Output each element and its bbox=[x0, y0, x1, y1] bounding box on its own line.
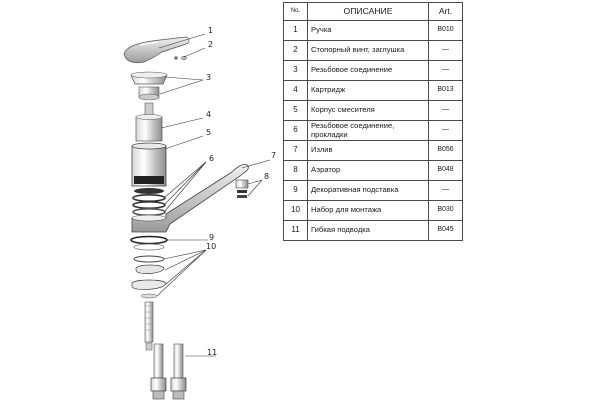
part-flexible-hoses bbox=[150, 343, 187, 400]
table-row: 9 Декоративная подставка — bbox=[283, 180, 463, 201]
callout-9: 9 bbox=[209, 233, 215, 242]
row-description: Гибкая подводка bbox=[307, 220, 429, 241]
row-article: — bbox=[428, 40, 463, 61]
row-article: — bbox=[428, 180, 463, 201]
row-number: 11 bbox=[283, 220, 308, 241]
row-article: B013 bbox=[428, 80, 463, 101]
callout-6: 6 bbox=[209, 154, 215, 163]
row-article: — bbox=[428, 100, 463, 121]
callout-1: 1 bbox=[208, 26, 214, 35]
row-number: 3 bbox=[283, 60, 308, 81]
table-row: 7 Излив B056 bbox=[283, 140, 463, 161]
part-threaded-connection bbox=[130, 71, 168, 101]
row-description: Ручка bbox=[307, 20, 429, 41]
table-row: 8 Аэратор B048 bbox=[283, 160, 463, 181]
row-description: Аэратор bbox=[307, 160, 429, 181]
exploded-view-diagram bbox=[123, 33, 271, 400]
row-number: 5 bbox=[283, 100, 308, 121]
callout-11: 11 bbox=[207, 348, 218, 357]
row-number: 9 bbox=[283, 180, 308, 201]
part-mounting-kit bbox=[131, 255, 167, 351]
table-row: 1 Ручка B010 bbox=[283, 20, 463, 41]
row-article: B045 bbox=[428, 220, 463, 241]
row-number: 2 bbox=[283, 40, 308, 61]
callout-4: 4 bbox=[206, 110, 212, 119]
header-description: ОПИСАНИЕ bbox=[307, 2, 429, 21]
row-article: B056 bbox=[428, 140, 463, 161]
row-description: Резьбовое соединение, прокладки bbox=[307, 120, 429, 141]
part-handle bbox=[123, 36, 190, 64]
header-number: No. bbox=[283, 2, 308, 21]
row-description: Набор для монтажа bbox=[307, 200, 429, 221]
row-number: 6 bbox=[283, 120, 308, 141]
table-row: 3 Резьбовое соединение — bbox=[283, 60, 463, 81]
header-article: Art. bbox=[428, 2, 463, 21]
part-decorative-base bbox=[130, 235, 168, 251]
row-description: Стопорный винт, заглушка bbox=[307, 40, 429, 61]
row-description: Картридж bbox=[307, 80, 429, 101]
callout-5: 5 bbox=[206, 128, 212, 137]
row-article: B048 bbox=[428, 160, 463, 181]
row-number: 8 bbox=[283, 160, 308, 181]
table-header-row: No. ОПИСАНИЕ Art. bbox=[283, 2, 463, 21]
table-row: 6 Резьбовое соединение, прокладки — bbox=[283, 120, 463, 141]
table-row: 5 Корпус смесителя — bbox=[283, 100, 463, 121]
part-aerator bbox=[235, 179, 249, 198]
row-number: 7 bbox=[283, 140, 308, 161]
table-row: 10 Набор для монтажа B030 bbox=[283, 200, 463, 221]
callout-10: 10 bbox=[206, 242, 217, 251]
row-description: Резьбовое соединение bbox=[307, 60, 429, 81]
table-row: 4 Картридж B013 bbox=[283, 80, 463, 101]
callout-8: 8 bbox=[264, 172, 270, 181]
table-row: 11 Гибкая подводка B045 bbox=[283, 220, 463, 241]
row-description: Излив bbox=[307, 140, 429, 161]
row-article: — bbox=[428, 120, 463, 141]
callout-2: 2 bbox=[208, 40, 214, 49]
part-set-screw bbox=[174, 55, 187, 61]
leader-lines bbox=[156, 33, 271, 357]
row-number: 1 bbox=[283, 20, 308, 41]
table-row: 2 Стопорный винт, заглушка — bbox=[283, 40, 463, 61]
row-article: B010 bbox=[428, 20, 463, 41]
row-number: 10 bbox=[283, 200, 308, 221]
callout-7: 7 bbox=[271, 151, 277, 160]
row-description: Декоративная подставка bbox=[307, 180, 429, 201]
part-mixer-body bbox=[131, 142, 167, 194]
callout-3: 3 bbox=[206, 73, 212, 82]
row-article: B030 bbox=[428, 200, 463, 221]
row-description: Корпус смесителя bbox=[307, 100, 429, 121]
row-number: 4 bbox=[283, 80, 308, 101]
part-rings bbox=[132, 194, 166, 217]
part-cartridge bbox=[135, 102, 163, 142]
row-article: — bbox=[428, 60, 463, 81]
parts-table: No. ОПИСАНИЕ Art. 1 Ручка B010 2 Стопорн… bbox=[283, 2, 463, 241]
